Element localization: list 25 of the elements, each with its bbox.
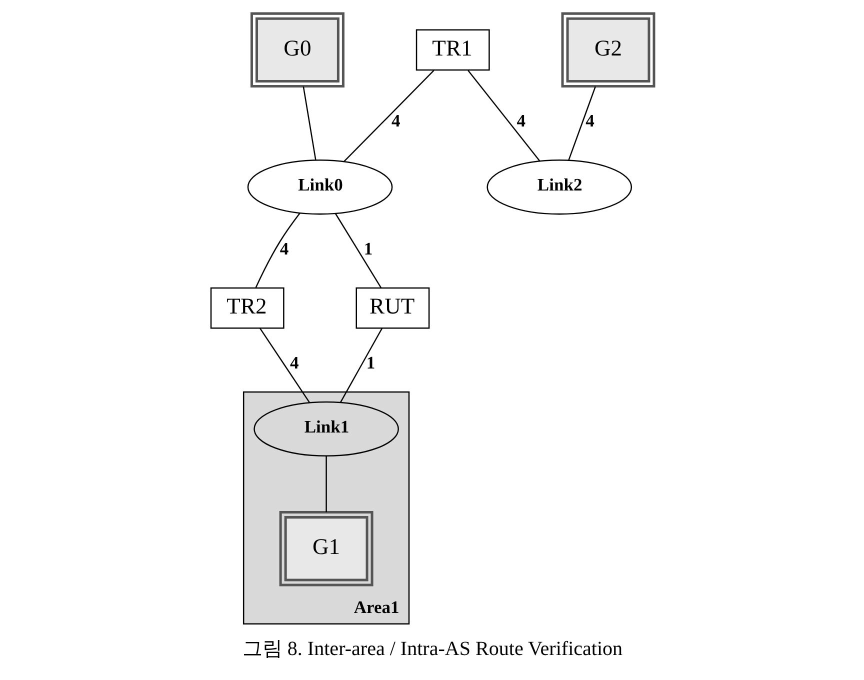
edge-label: 4	[585, 110, 594, 131]
node-ellipse: Link1	[253, 401, 398, 457]
node-box: TR2	[210, 287, 284, 329]
connector	[259, 328, 310, 403]
connector	[568, 86, 596, 160]
edge-label: 1	[363, 238, 372, 258]
edge-label: 4	[289, 352, 298, 372]
edge-label: 1	[366, 352, 375, 372]
connector	[334, 213, 382, 288]
node-box: G0	[250, 12, 344, 88]
caption: 그림 8. Inter-area / Intra-AS Route Verification	[242, 638, 622, 660]
node-box: G1	[278, 511, 373, 586]
node-box: G2	[560, 12, 655, 88]
node-box: TR1	[415, 29, 490, 71]
edge-label: 4	[516, 110, 526, 131]
node-ellipse: Link2	[486, 160, 632, 215]
node-ellipse: Link0	[246, 160, 392, 215]
connector	[467, 70, 540, 162]
node-box: RUT	[355, 287, 430, 329]
edge-label: 4	[390, 110, 400, 131]
connector	[343, 70, 434, 162]
connector	[254, 212, 300, 288]
connector	[325, 456, 326, 512]
edge-label: 4	[279, 238, 288, 258]
connector	[302, 86, 316, 160]
